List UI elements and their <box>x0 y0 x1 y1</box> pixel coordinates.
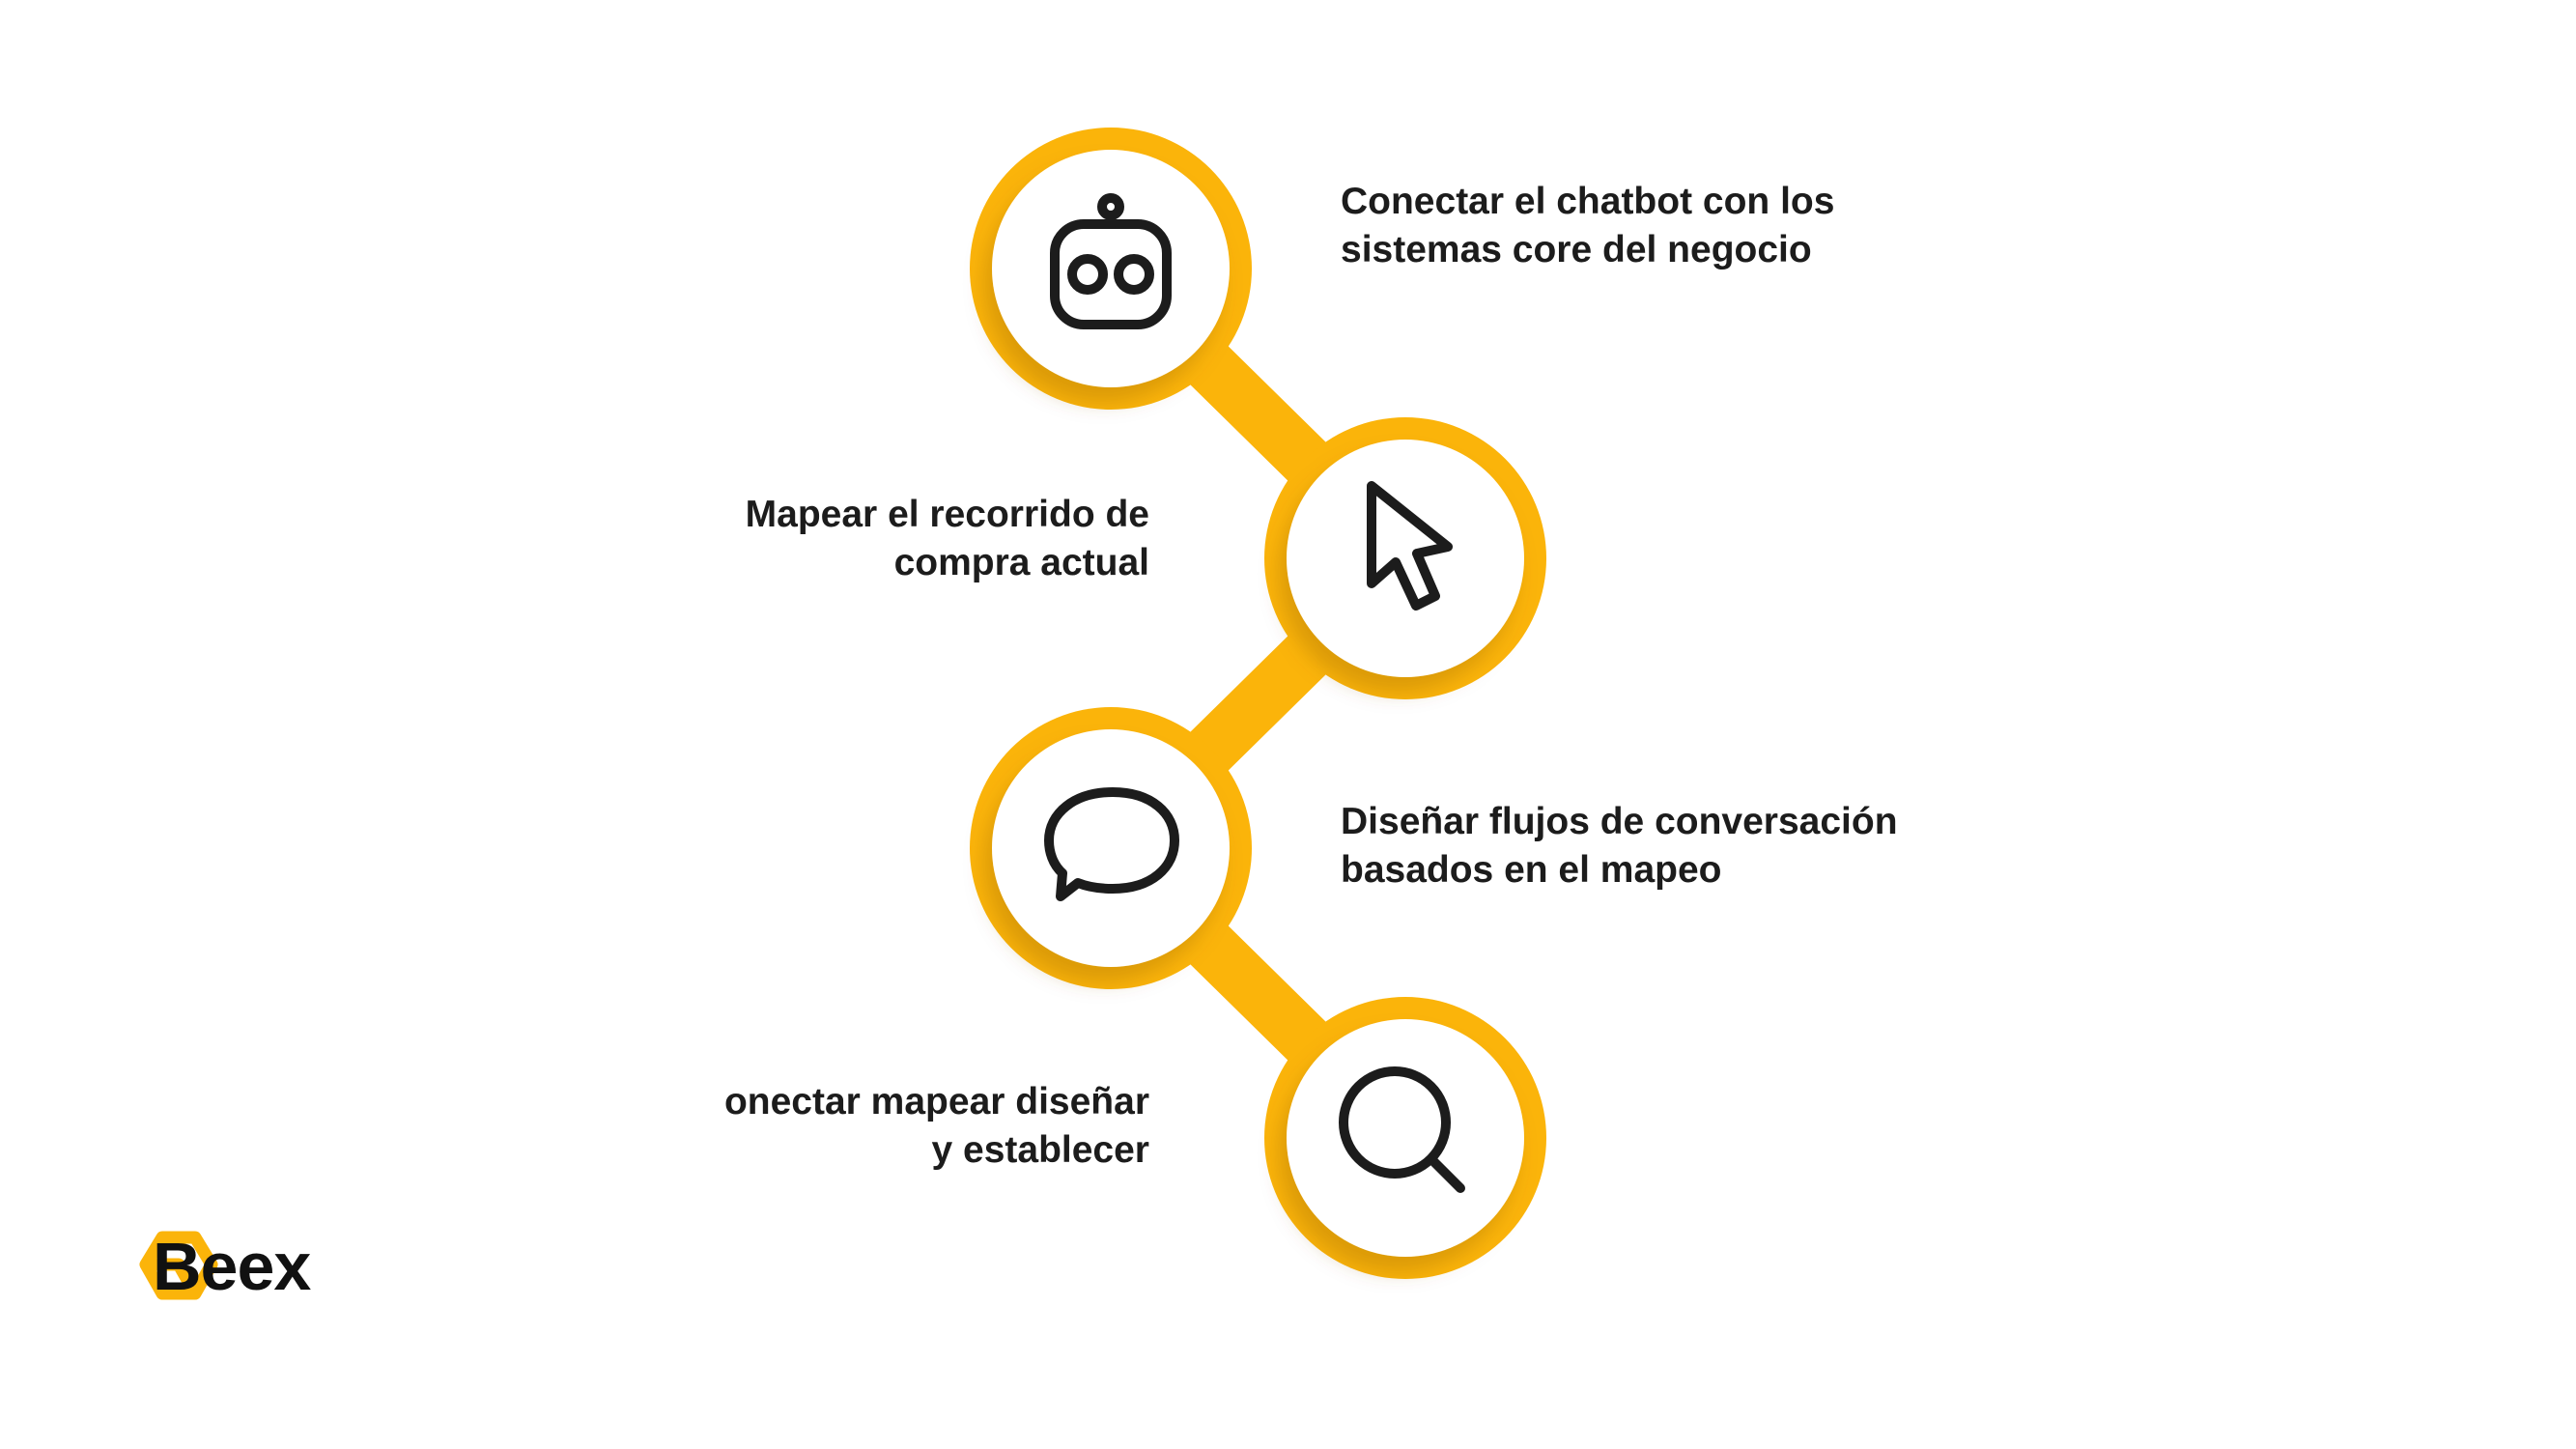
chat-bubble-icon <box>1044 787 1179 901</box>
cursor-arrow-icon <box>1367 481 1453 611</box>
robot-icon <box>1050 193 1172 329</box>
magnifier-icon <box>1339 1066 1465 1193</box>
step-node-4 <box>1264 997 1546 1279</box>
step-3-text: Diseñar flujos de conversación basados e… <box>1341 798 1898 895</box>
step-3-line-2: basados en el mapeo <box>1341 849 1722 891</box>
node-disc <box>992 150 1230 387</box>
step-4-text: onectar mapear diseñar y establecer <box>724 1078 1149 1175</box>
brand-name: Beex <box>153 1229 311 1304</box>
step-4-line-1: onectar mapear diseñar <box>723 1081 1149 1122</box>
node-disc <box>1287 1019 1524 1257</box>
step-1-line-1: Conectar el chatbot con los <box>1341 181 1835 222</box>
hexagon-logo-icon <box>139 1231 218 1300</box>
step-2-line-2: compra actual <box>893 542 1149 583</box>
brand: Beex <box>139 1227 311 1306</box>
step-1-line-2: sistemas core del negocio <box>1341 229 1812 270</box>
step-2-text: Mapear el recorrido de compra actual <box>746 491 1149 587</box>
step-4-line-2: y establecer <box>931 1129 1150 1171</box>
node-disc <box>992 729 1230 967</box>
step-node-1 <box>970 128 1252 410</box>
step-2-line-1: Mapear el recorrido de <box>745 494 1149 535</box>
step-1-text: Conectar el chatbot con los sistemas cor… <box>1341 178 1834 274</box>
step-node-3 <box>970 707 1252 989</box>
step-node-2 <box>1264 417 1546 699</box>
node-disc <box>1287 440 1524 677</box>
step-3-line-1: Diseñar flujos de conversación <box>1341 801 1898 842</box>
